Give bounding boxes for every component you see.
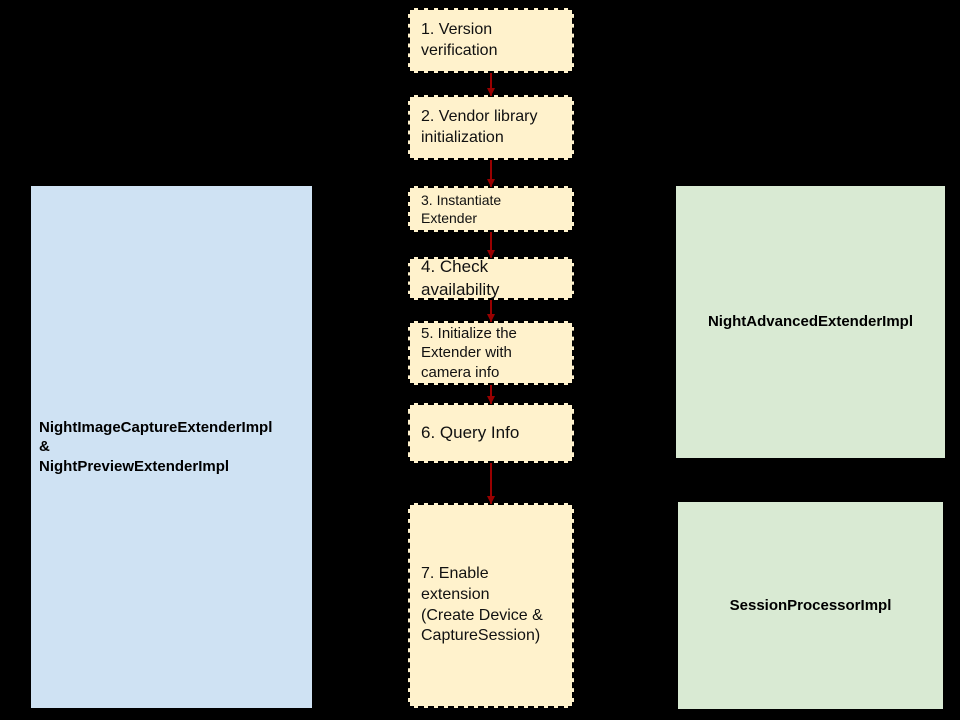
arrow-step5-to-step6-icon [490, 385, 492, 404]
session-processor-impl-box: SessionProcessorImpl [678, 502, 943, 709]
arrow-step6-to-step7-icon [490, 463, 492, 504]
step-vendor-library-initialization: 2. Vendor library initialization [408, 95, 574, 160]
step-enable-extension-label: 7. Enable extension (Create Device & Cap… [421, 564, 543, 645]
step-query-info: 6. Query Info [408, 403, 574, 463]
step-query-info-label: 6. Query Info [421, 422, 520, 442]
arrow-step2-to-step3-icon [490, 160, 492, 187]
step-enable-extension: 7. Enable extension (Create Device & Cap… [408, 503, 574, 708]
step-version-verification: 1. Version verification [408, 8, 574, 73]
night-capture-preview-impl-label: NightImageCaptureExtenderImpl & NightPre… [39, 418, 273, 475]
session-processor-impl-label: SessionProcessorImpl [729, 596, 892, 614]
step-check-availability: 4. Check availability [408, 257, 574, 300]
step-initialize-extender-label: 5. Initialize the Extender with camera i… [421, 324, 517, 381]
arrow-step4-to-step5-icon [490, 300, 492, 322]
step-check-availability-label: 4. Check availability [421, 257, 500, 299]
step-instantiate-extender-label: 3. Instantiate Extender [421, 191, 502, 226]
step-version-verification-label: 1. Version verification [421, 20, 498, 59]
night-advanced-extender-impl-box: NightAdvancedExtenderImpl [676, 186, 945, 458]
arrow-step3-to-step4-icon [490, 232, 492, 258]
step-vendor-library-initialization-label: 2. Vendor library initialization [421, 107, 538, 146]
step-instantiate-extender: 3. Instantiate Extender [408, 186, 574, 232]
step-initialize-extender: 5. Initialize the Extender with camera i… [408, 321, 574, 385]
night-capture-preview-impl-box: NightImageCaptureExtenderImpl & NightPre… [31, 186, 312, 708]
arrow-step1-to-step2-icon [490, 73, 492, 96]
night-advanced-extender-impl-label: NightAdvancedExtenderImpl [707, 313, 914, 331]
